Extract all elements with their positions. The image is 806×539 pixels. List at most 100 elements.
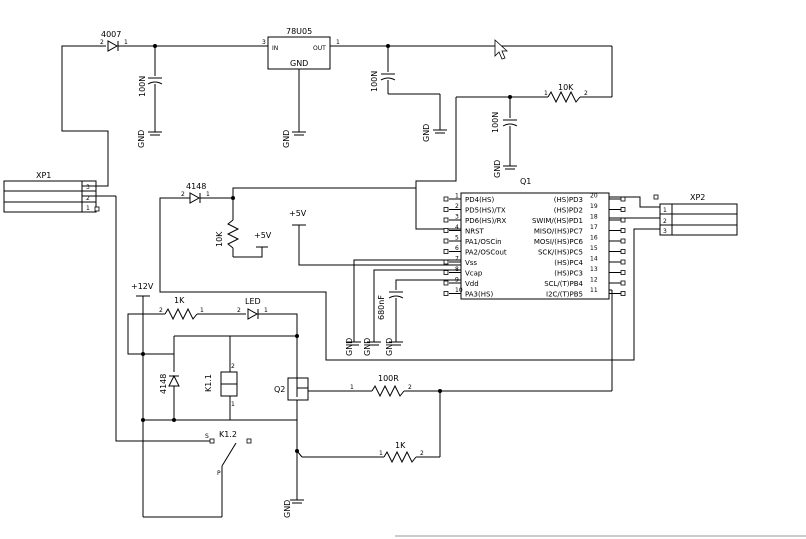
mcu-pin-name: Vss bbox=[465, 259, 477, 267]
diode-4007[interactable]: 4007 2 1 bbox=[100, 30, 128, 52]
regulator-part: 78U05 bbox=[286, 27, 312, 36]
svg-text:+5V: +5V bbox=[289, 209, 307, 218]
xp1-pin2: 2 bbox=[86, 195, 90, 202]
diode-4148-relay[interactable]: 4148 bbox=[159, 374, 180, 420]
svg-text:1: 1 bbox=[264, 307, 268, 314]
mcu-pin-pad bbox=[620, 217, 626, 223]
mcu-pin-pad bbox=[620, 280, 626, 286]
mcu-pin-number: 10 bbox=[455, 287, 463, 294]
svg-text:1: 1 bbox=[200, 307, 204, 314]
diode-4148-top-label: 4148 bbox=[186, 182, 206, 191]
resistor-1k-top[interactable]: 1K 2 1 bbox=[159, 296, 246, 321]
svg-text:2: 2 bbox=[584, 90, 588, 97]
svg-text:2: 2 bbox=[408, 384, 412, 391]
mcu-pin-number: 3 bbox=[455, 214, 459, 221]
svg-text:2: 2 bbox=[420, 450, 424, 457]
mcu-pin-right[interactable]: 14 (HS)PC4 bbox=[554, 256, 626, 268]
relay-coil-k11[interactable]: K1.1 2 1 bbox=[204, 358, 238, 420]
mcu-pin-number: 5 bbox=[455, 235, 459, 242]
mcu-pin-name: SCK/(HS)PC5 bbox=[538, 249, 583, 257]
mcu-pin-right[interactable]: 13(HS)PC3 bbox=[554, 266, 626, 278]
led-label: LED bbox=[245, 297, 261, 306]
led[interactable]: LED 2 1 bbox=[237, 297, 268, 320]
mcu-pin-name: PD5(HS)/TX bbox=[465, 207, 506, 215]
diode-4148-top[interactable]: 4148 2 1 bbox=[181, 182, 210, 204]
mcu-pin-pad bbox=[443, 228, 449, 233]
svg-text:2: 2 bbox=[159, 307, 163, 314]
svg-text:GND: GND bbox=[385, 338, 394, 356]
c2-value: 100N bbox=[370, 71, 379, 92]
mcu-pin-name: (HS)PD2 bbox=[554, 207, 583, 215]
mcu-pin-pad bbox=[443, 196, 449, 202]
svg-text:GND: GND bbox=[290, 59, 308, 68]
mcu-pin-pad bbox=[620, 196, 626, 202]
resistor-10k-top[interactable]: 10K 1 2 bbox=[456, 83, 612, 104]
svg-text:3: 3 bbox=[262, 39, 266, 46]
gnd-c2: GND bbox=[422, 124, 447, 142]
svg-text:GND: GND bbox=[283, 500, 292, 518]
svg-text:+5V: +5V bbox=[254, 231, 272, 240]
mouse-cursor-icon bbox=[494, 39, 509, 60]
mcu-pin-name: MISO/(HS)PC7 bbox=[534, 228, 583, 236]
xp1-pin3: 3 bbox=[86, 184, 90, 191]
c680-value: 680nF bbox=[377, 295, 386, 320]
svg-text:GND: GND bbox=[137, 130, 146, 148]
power-12v: +12V bbox=[131, 282, 222, 518]
xp2-pin3: 3 bbox=[663, 228, 667, 235]
resistor-1k-bottom[interactable]: 1K 1 2 bbox=[302, 441, 440, 464]
mcu-pin-pad bbox=[443, 217, 449, 223]
svg-text:OUT: OUT bbox=[313, 45, 326, 52]
gnd-mcu-b: GND bbox=[363, 338, 381, 356]
relay-switch-k12[interactable]: K1.2 S P bbox=[115, 208, 252, 517]
diode-4007-label: 4007 bbox=[101, 30, 121, 39]
svg-text:2: 2 bbox=[237, 307, 241, 314]
mcu-pin-pad bbox=[443, 291, 449, 296]
capacitor-c1[interactable]: 100N bbox=[138, 46, 163, 132]
svg-text:1: 1 bbox=[544, 90, 548, 97]
regulator-7805[interactable]: 78U05 IN OUT GND 3 1 bbox=[262, 27, 390, 132]
gnd-c680: GND bbox=[385, 338, 403, 356]
mcu-pin-pad bbox=[443, 207, 449, 212]
mcu-pin-pad bbox=[620, 291, 626, 296]
svg-text:1: 1 bbox=[379, 450, 383, 457]
svg-text:2: 2 bbox=[100, 39, 104, 46]
transistor-q2[interactable]: Q2 bbox=[274, 336, 372, 500]
capacitor-680nf[interactable]: 680nF bbox=[377, 279, 461, 342]
mcu-pin-name: PA3(HS) bbox=[465, 291, 493, 299]
capacitor-c3[interactable]: 100N bbox=[491, 97, 518, 166]
r10k-left-value: 10K bbox=[215, 231, 224, 247]
mcu-pin-number: 17 bbox=[590, 224, 598, 231]
mcu-pin-number: 1 bbox=[455, 193, 459, 200]
switch-pad-right bbox=[246, 438, 252, 444]
r100r-value: 100R bbox=[378, 374, 399, 383]
gnd-transistor: GND bbox=[283, 499, 304, 518]
mcu-pin-right[interactable]: 19(HS)PD2 bbox=[554, 203, 626, 215]
svg-text:2: 2 bbox=[181, 191, 185, 198]
mcu-pin-pad bbox=[620, 228, 626, 233]
mcu-pin-name: (HS)PC4 bbox=[554, 259, 583, 267]
diode-4148-relay-label: 4148 bbox=[159, 374, 168, 394]
input-section: 4007 2 1 bbox=[61, 30, 262, 208]
connector-xp2[interactable]: XP2 1 2 3 bbox=[653, 193, 738, 236]
mcu-pin-number: 14 bbox=[590, 256, 598, 263]
connector-xp1[interactable]: XP1 3 2 1 bbox=[3, 171, 100, 213]
transistor-body bbox=[287, 377, 309, 401]
r1k-bottom-value: 1K bbox=[395, 441, 406, 450]
resistor-10k-left[interactable]: 10K bbox=[215, 198, 263, 258]
mcu-pin-name: PA2/OSCout bbox=[465, 249, 507, 257]
